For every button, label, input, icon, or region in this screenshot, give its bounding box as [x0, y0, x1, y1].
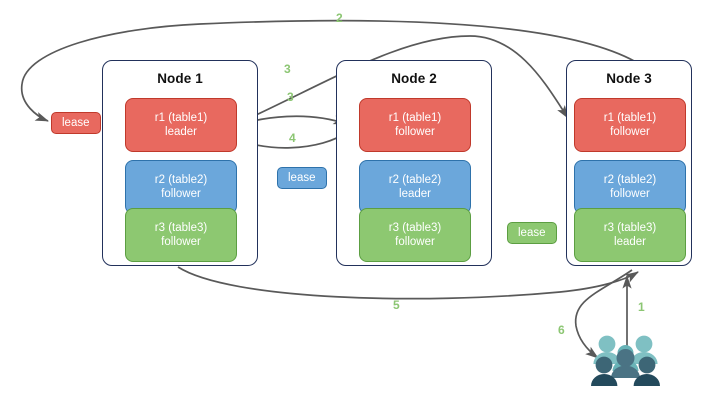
replica-role: follower: [395, 236, 435, 248]
lease-badge-table3[interactable]: lease: [507, 222, 557, 244]
replica-name: r2 (table2): [603, 174, 657, 186]
replica-name: r3 (table3): [388, 222, 442, 234]
step-label-4: 4: [289, 131, 296, 145]
node-box-node2[interactable]: Node 2 r1 (table1) follower r2 (table2) …: [336, 60, 492, 266]
lease-badge-table2[interactable]: lease: [277, 167, 327, 189]
node-title: Node 3: [606, 71, 652, 86]
replica-role: follower: [610, 188, 650, 200]
step-label-3b: 3: [287, 90, 294, 104]
replica-name: r3 (table3): [154, 222, 208, 234]
replica-role: leader: [614, 236, 646, 248]
arrow-step-6: [574, 269, 633, 359]
replica-name: r1 (table1): [154, 112, 208, 124]
replica-name: r1 (table1): [603, 112, 657, 124]
node-title: Node 1: [157, 71, 203, 86]
step-label-6: 6: [558, 323, 565, 337]
node-title: Node 2: [391, 71, 437, 86]
arrow-step-3-node3: [225, 35, 569, 130]
replica-name: r2 (table2): [388, 174, 442, 186]
step-label-2: 2: [336, 11, 343, 25]
node-box-node3[interactable]: Node 3 r1 (table1) follower r2 (table2) …: [566, 60, 692, 266]
replica-role: follower: [610, 126, 650, 138]
replica-name: r1 (table1): [388, 112, 442, 124]
replica-role: follower: [161, 188, 201, 200]
replica-role: leader: [165, 126, 197, 138]
replica-role: leader: [399, 188, 431, 200]
replica-r1[interactable]: r1 (table1) follower: [359, 98, 471, 152]
replica-r1[interactable]: r1 (table1) follower: [574, 98, 686, 152]
replica-r2[interactable]: r2 (table2) follower: [574, 160, 686, 214]
node-box-node1[interactable]: Node 1 r1 (table1) leader r2 (table2) fo…: [102, 60, 258, 266]
lease-badge-table1[interactable]: lease: [51, 112, 101, 134]
arrow-step-5: [177, 266, 639, 300]
replica-role: follower: [161, 236, 201, 248]
people-icon: [591, 335, 660, 386]
arrow-step-2: [20, 19, 637, 122]
replica-r2[interactable]: r2 (table2) follower: [125, 160, 237, 214]
replica-r1[interactable]: r1 (table1) leader: [125, 98, 237, 152]
step-label-1: 1: [638, 300, 645, 314]
replica-r3[interactable]: r3 (table3) follower: [125, 208, 237, 262]
replica-r2[interactable]: r2 (table2) leader: [359, 160, 471, 214]
step-label-3a: 3: [284, 62, 291, 76]
replica-role: follower: [395, 126, 435, 138]
replica-r3[interactable]: r3 (table3) follower: [359, 208, 471, 262]
step-label-5: 5: [393, 298, 400, 312]
replica-name: r3 (table3): [603, 222, 657, 234]
replica-name: r2 (table2): [154, 174, 208, 186]
replica-r3[interactable]: r3 (table3) leader: [574, 208, 686, 262]
